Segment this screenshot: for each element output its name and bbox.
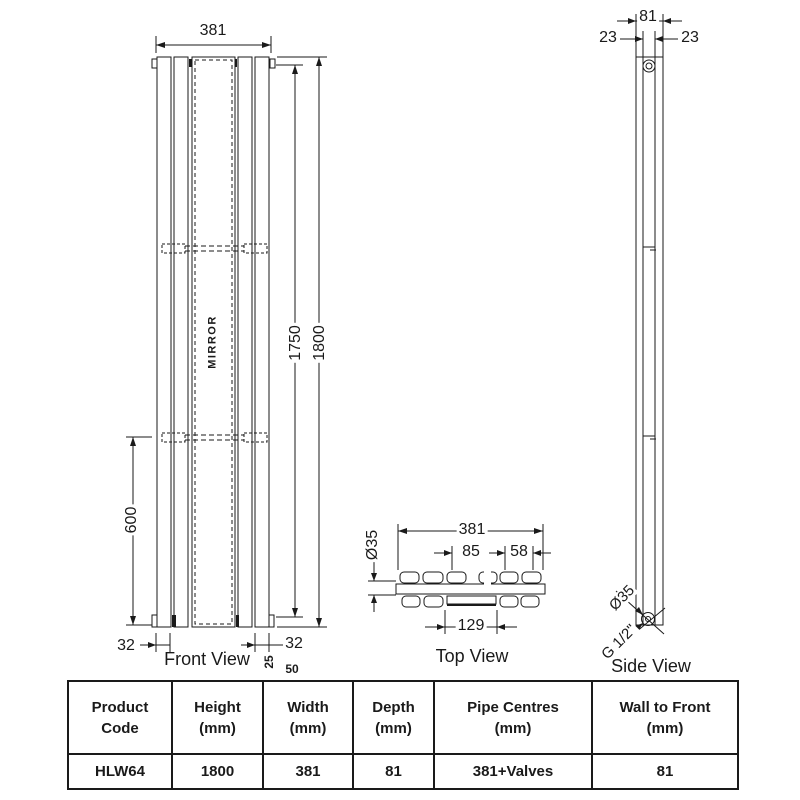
header-depth: Depth (mm) — [352, 680, 435, 755]
tube-section — [520, 595, 540, 608]
mirror-glass-outline — [194, 59, 233, 625]
specification-table: Product Code Height (mm) Width (mm) Dept… — [67, 680, 739, 790]
tube-section — [521, 571, 542, 584]
value-width: 381 — [262, 753, 354, 790]
top-view-mirror-plate — [395, 583, 546, 595]
front-dim-50-label: 50 — [285, 662, 299, 676]
bracket-tab — [151, 58, 158, 69]
radiator-panel — [237, 56, 253, 628]
value-pipe-centres: 381+Valves — [433, 753, 593, 790]
header-height: Height (mm) — [171, 680, 264, 755]
centre-channel — [446, 595, 497, 605]
top-centre-channel-label: 129 — [455, 617, 487, 634]
top-width-dim-label: 381 — [456, 521, 488, 538]
side-right-offset-label: 23 — [681, 29, 699, 46]
side-view-drawing — [611, 14, 682, 653]
value-wall-to-front: 81 — [591, 753, 739, 790]
mirror-panel-label: MIRROR — [206, 313, 219, 371]
side-depth-dim-label: 81 — [637, 8, 659, 25]
front-inner-height-dim-label: 1750 — [287, 323, 304, 363]
header-pipe-centres: Pipe Centres (mm) — [433, 680, 593, 755]
tube-section — [422, 571, 444, 584]
radiator-panel — [156, 56, 172, 628]
air-vent — [642, 59, 656, 73]
tube-section — [423, 595, 444, 608]
table-value-row: HLW64 1800 381 81 381+Valves 81 — [67, 753, 739, 790]
front-width-dim-label: 381 — [199, 22, 227, 39]
bracket-tab — [269, 58, 276, 69]
lower-wall-bracket — [161, 432, 268, 443]
front-right-edge-dim-label: 32 — [285, 635, 303, 652]
side-left-offset-label: 23 — [599, 29, 617, 46]
table-header-row: Product Code Height (mm) Width (mm) Dept… — [67, 680, 739, 755]
top-pipe-offset-58-label: 58 — [510, 543, 528, 560]
header-wall-to-front: Wall to Front (mm) — [591, 680, 739, 755]
pipe-connection — [641, 612, 655, 626]
front-overall-height-dim-label: 1800 — [311, 323, 328, 363]
radiator-panel — [254, 56, 270, 628]
header-width: Width (mm) — [262, 680, 354, 755]
tube-section — [499, 595, 519, 608]
tube-section — [446, 571, 467, 584]
top-tube-diameter-label: Ø35 — [364, 527, 381, 563]
front-dim-25-label: 25 — [262, 655, 276, 669]
bracket-tab — [151, 614, 158, 628]
front-view-title: Front View — [164, 649, 250, 669]
front-bracket-height-dim-label: 600 — [123, 504, 140, 536]
top-pipe-offset-85-label: 85 — [462, 543, 480, 560]
value-product-code: HLW64 — [67, 753, 173, 790]
tube-section — [401, 595, 421, 608]
front-left-edge-dim-label: 32 — [117, 637, 135, 654]
bracket-tab — [268, 614, 275, 628]
tube-section — [499, 571, 519, 584]
top-view-title: Top View — [435, 646, 509, 666]
tube-section — [399, 571, 420, 584]
upper-wall-bracket — [161, 243, 268, 254]
radiator-panel — [173, 56, 189, 628]
front-view-drawing — [126, 36, 327, 652]
value-height: 1800 — [171, 753, 264, 790]
side-view-body — [635, 56, 664, 626]
value-depth: 81 — [352, 753, 435, 790]
side-view-title: Side View — [611, 656, 691, 676]
header-product-code: Product Code — [67, 680, 173, 755]
